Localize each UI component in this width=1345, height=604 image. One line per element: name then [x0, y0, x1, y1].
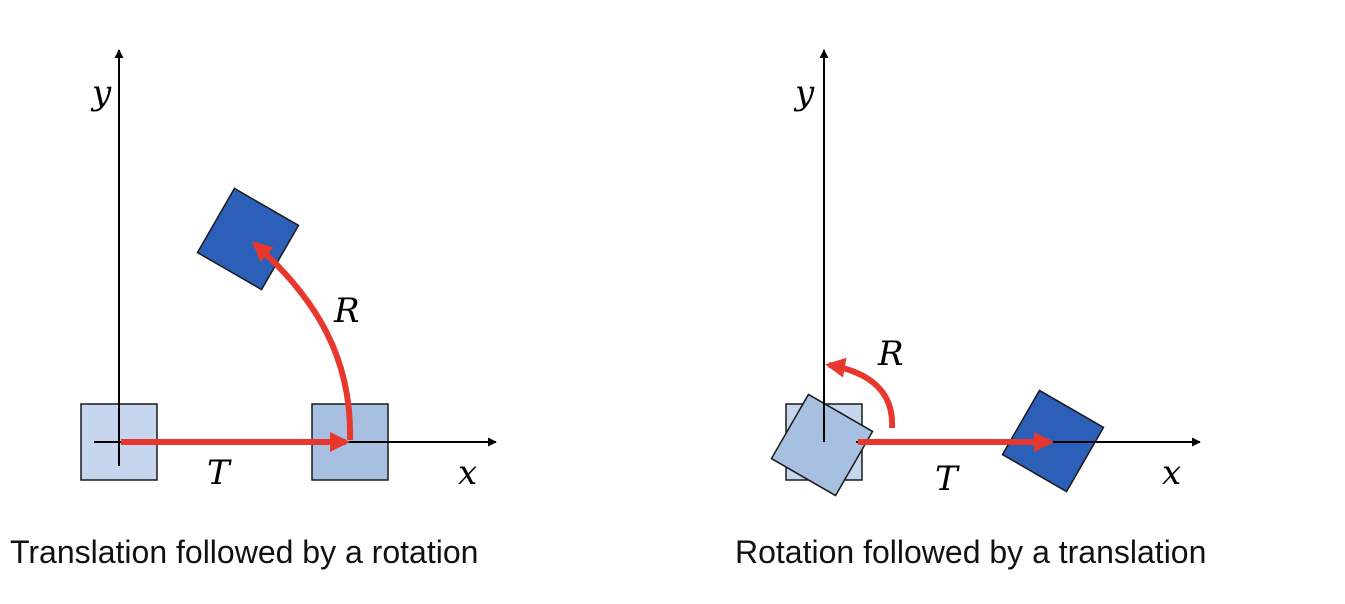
left-translation-label: T: [207, 453, 232, 493]
right-y-label: y: [793, 73, 815, 113]
right-x-label: x: [1162, 453, 1181, 493]
left-x-label: x: [458, 453, 477, 493]
right-caption: Rotation followed by a translation: [735, 534, 1206, 570]
left-rotation-arrow: [252, 241, 354, 441]
right-rotation-label: R: [877, 334, 904, 374]
left-caption: Translation followed by a rotation: [10, 534, 478, 570]
right-rotated-square: [770, 393, 874, 497]
left-rotation-label: R: [333, 291, 360, 331]
left-y-label: y: [90, 73, 112, 113]
right-rotation-arrow: [825, 357, 896, 429]
right-translation-label: T: [935, 459, 960, 499]
left-panel: y x T R Translation followed by a rotati…: [10, 49, 497, 570]
right-panel: y x T R Rotation followed by a translati…: [735, 49, 1206, 570]
